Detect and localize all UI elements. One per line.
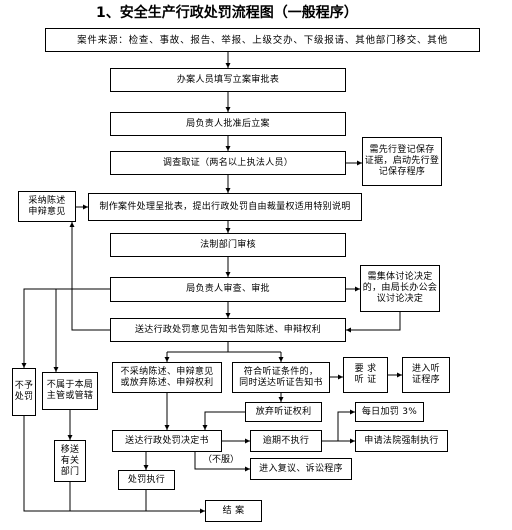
daily-fine-box: 每日加罚 3% <box>355 402 424 422</box>
transfer-box: 移送 有关 部门 <box>54 440 86 482</box>
approve-filing-text: 局负责人批准后立案 <box>186 118 270 129</box>
not-jurisdiction-line: 主管或管辖 <box>46 391 94 401</box>
transfer-line: 移送 <box>60 444 80 455</box>
no-penalty-line: 处罚 <box>14 392 34 402</box>
case-source-text: 案件来源：检查、事故、报告、举报、上级交办、下级报请、其他部门移交、其他 <box>77 34 448 46</box>
arrow-collective-to-notice <box>346 312 401 333</box>
arrow-leader-to-no-penalty <box>21 288 110 368</box>
investigation-box: 调查取证（两名以上执法人员） <box>110 151 346 175</box>
evidence-preservation-line: 记保存程序 <box>378 167 426 177</box>
overdue-text: 逾期不执行 <box>262 435 310 446</box>
case-source-box: 案件来源：检查、事故、报告、举报、上级交办、下级报请、其他部门移交、其他 <box>45 28 480 52</box>
hearing-eligible-line: 符合听证条件的， <box>243 366 319 377</box>
notice-of-intent-text: 送达行政处罚意见告知书告知陈述、申辩权利 <box>134 324 321 335</box>
collective-discussion-line: 议讨论决定 <box>376 294 424 304</box>
hearing-eligible-line: 同时送达听证告知书 <box>239 377 323 388</box>
appeal-text: 进入复议、诉讼程序 <box>259 463 343 474</box>
reject-statement-line: 或放弃陈述、申辩权利 <box>120 377 214 388</box>
hearing-procedure-box: 进入听 证程序 <box>402 357 450 393</box>
adopt-statement-box: 采纳陈述 申辩意见 <box>18 191 76 222</box>
collective-discussion-line: 需集体讨论决定 <box>367 272 433 282</box>
arrow-overdue-to-daily-fine <box>337 409 355 441</box>
appeal-box: 进入复议、诉讼程序 <box>250 458 352 480</box>
leader-review-box: 局负责人审查、审批 <box>110 277 346 302</box>
objection-label: （不服） <box>203 455 240 465</box>
waive-hearing-box: 放弃听证权利 <box>245 402 322 422</box>
reject-statement-box: 不采纳陈述、申辩意见 或放弃陈述、申辩权利 <box>112 362 222 393</box>
request-hearing-box: 要 求 听 证 <box>343 357 388 393</box>
evidence-preservation-box: 需先行登记保存 证据，启动先行登 记保存程序 <box>362 137 442 186</box>
line-notice-branch <box>167 342 281 353</box>
no-penalty-line: 不予 <box>14 381 34 391</box>
reject-statement-line: 不采纳陈述、申辩意见 <box>120 366 214 377</box>
fill-approval-form-box: 办案人员填写立案审批表 <box>110 68 346 92</box>
transfer-line: 有关 <box>60 455 80 466</box>
collective-discussion-box: 需集体讨论决定 的，由局长办公会 议讨论决定 <box>360 265 440 312</box>
daily-fine-text: 每日加罚 3% <box>361 406 418 417</box>
legal-review-box: 法制部门审核 <box>110 233 346 257</box>
court-enforcement-box: 申请法院强制执行 <box>355 430 448 452</box>
close-case-text: 结 案 <box>222 505 245 516</box>
request-hearing-line: 听 证 <box>354 375 377 385</box>
collective-discussion-line: 的，由局长办公会 <box>362 283 438 293</box>
request-hearing-line: 要 求 <box>354 364 377 374</box>
evidence-preservation-line: 需先行登记保存 <box>369 145 435 155</box>
evidence-preservation-line: 证据，启动先行登 <box>364 156 440 166</box>
case-report-text: 制作案件处理呈批表，提出行政处罚自由裁量权适用特别说明 <box>99 201 351 212</box>
arrow-notice-to-adopt <box>69 222 110 331</box>
fill-approval-form-text: 办案人员填写立案审批表 <box>176 74 280 85</box>
close-case-box: 结 案 <box>205 500 262 522</box>
hearing-procedure-line: 证程序 <box>412 375 440 385</box>
not-jurisdiction-line: 不属于本局 <box>46 380 94 390</box>
legal-review-text: 法制部门审核 <box>200 239 256 250</box>
case-report-box: 制作案件处理呈批表，提出行政处罚自由裁量权适用特别说明 <box>88 193 362 221</box>
decision-delivery-box: 送达行政处罚决定书 <box>112 430 222 452</box>
overdue-box: 逾期不执行 <box>250 430 322 452</box>
court-enforcement-text: 申请法院强制执行 <box>364 435 439 446</box>
execute-penalty-text: 处罚执行 <box>127 474 166 485</box>
page-title: 1、安全生产行政处罚流程图（一般程序） <box>96 5 358 21</box>
arrow-waive-to-decision <box>202 411 245 430</box>
hearing-eligible-box: 符合听证条件的， 同时送达听证告知书 <box>232 362 330 393</box>
not-jurisdiction-box: 不属于本局 主管或管辖 <box>42 372 98 410</box>
hearing-procedure-line: 进入听 <box>412 364 440 374</box>
adopt-statement-line: 申辩意见 <box>28 206 66 217</box>
investigation-text: 调查取证（两名以上执法人员） <box>162 157 294 168</box>
notice-of-intent-box: 送达行政处罚意见告知书告知陈述、申辩权利 <box>110 318 346 342</box>
execute-penalty-box: 处罚执行 <box>118 470 175 490</box>
no-penalty-box: 不予 处罚 <box>12 368 36 416</box>
waive-hearing-text: 放弃听证权利 <box>255 406 312 417</box>
approve-filing-box: 局负责人批准后立案 <box>110 112 346 136</box>
transfer-line: 部门 <box>60 466 80 477</box>
leader-review-text: 局负责人审查、审批 <box>186 284 270 294</box>
decision-delivery-text: 送达行政处罚决定书 <box>125 435 209 446</box>
adopt-statement-line: 采纳陈述 <box>28 195 66 206</box>
